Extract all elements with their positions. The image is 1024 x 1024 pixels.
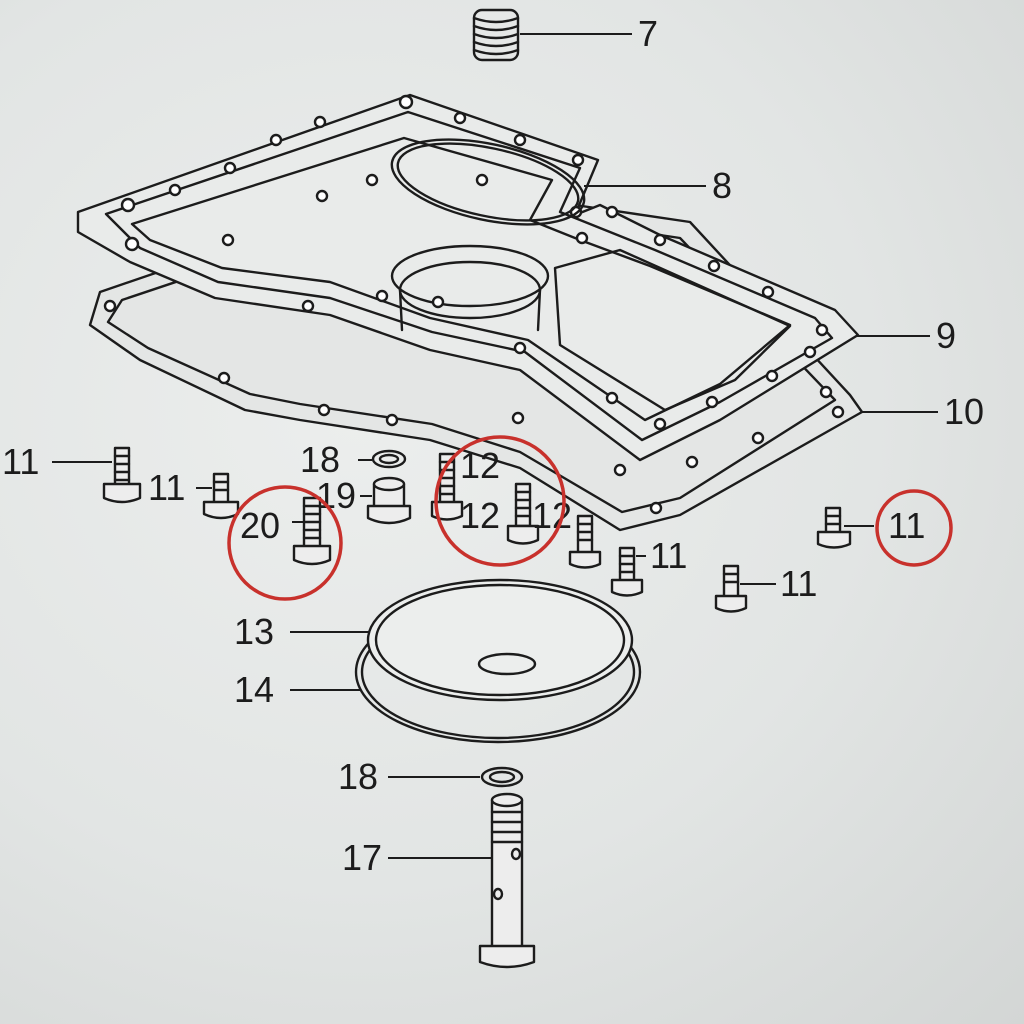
leader-lines <box>52 33 938 859</box>
part-8-o-ring <box>390 138 586 226</box>
callout-11-left: 11 <box>2 441 39 482</box>
bolts-11 <box>102 446 852 613</box>
part-18-washer-upper <box>371 449 407 469</box>
part-7-spring <box>472 8 520 62</box>
callout-20: 20 <box>240 505 280 546</box>
callout-17: 17 <box>342 837 382 878</box>
callout-labels: 7 8 9 10 11 11 11 11 11 12 12 12 13 14 1… <box>2 13 984 878</box>
callout-18-lower: 18 <box>338 756 378 797</box>
callout-12-middle: 12 <box>460 495 500 536</box>
callout-9: 9 <box>936 315 956 356</box>
callout-11-center: 11 <box>650 535 687 576</box>
callout-12-right: 12 <box>532 495 572 536</box>
highlight-circle-12 <box>434 435 566 567</box>
highlight-circle-11 <box>875 489 953 567</box>
part-13-strainer <box>366 578 634 702</box>
callout-19: 19 <box>316 475 356 516</box>
part-12-bolts <box>430 452 540 545</box>
callout-13: 13 <box>234 611 274 652</box>
callout-11-right: 11 <box>888 505 925 546</box>
callout-10: 10 <box>944 391 984 432</box>
part-18-washer-lower <box>480 766 524 788</box>
part-19-drain-plug <box>366 476 412 525</box>
callout-8: 8 <box>712 165 732 206</box>
callout-14: 14 <box>234 669 274 710</box>
callout-12-top: 12 <box>460 445 500 486</box>
highlight-marks <box>227 435 953 601</box>
callout-18-upper: 18 <box>300 439 340 480</box>
callout-7: 7 <box>638 13 658 54</box>
highlight-circle-20 <box>227 485 343 601</box>
part-17-tube <box>478 792 536 969</box>
part-9-oil-pan-gasket <box>76 93 860 515</box>
callout-11-second: 11 <box>148 467 185 508</box>
callout-11-lower: 11 <box>780 563 817 604</box>
